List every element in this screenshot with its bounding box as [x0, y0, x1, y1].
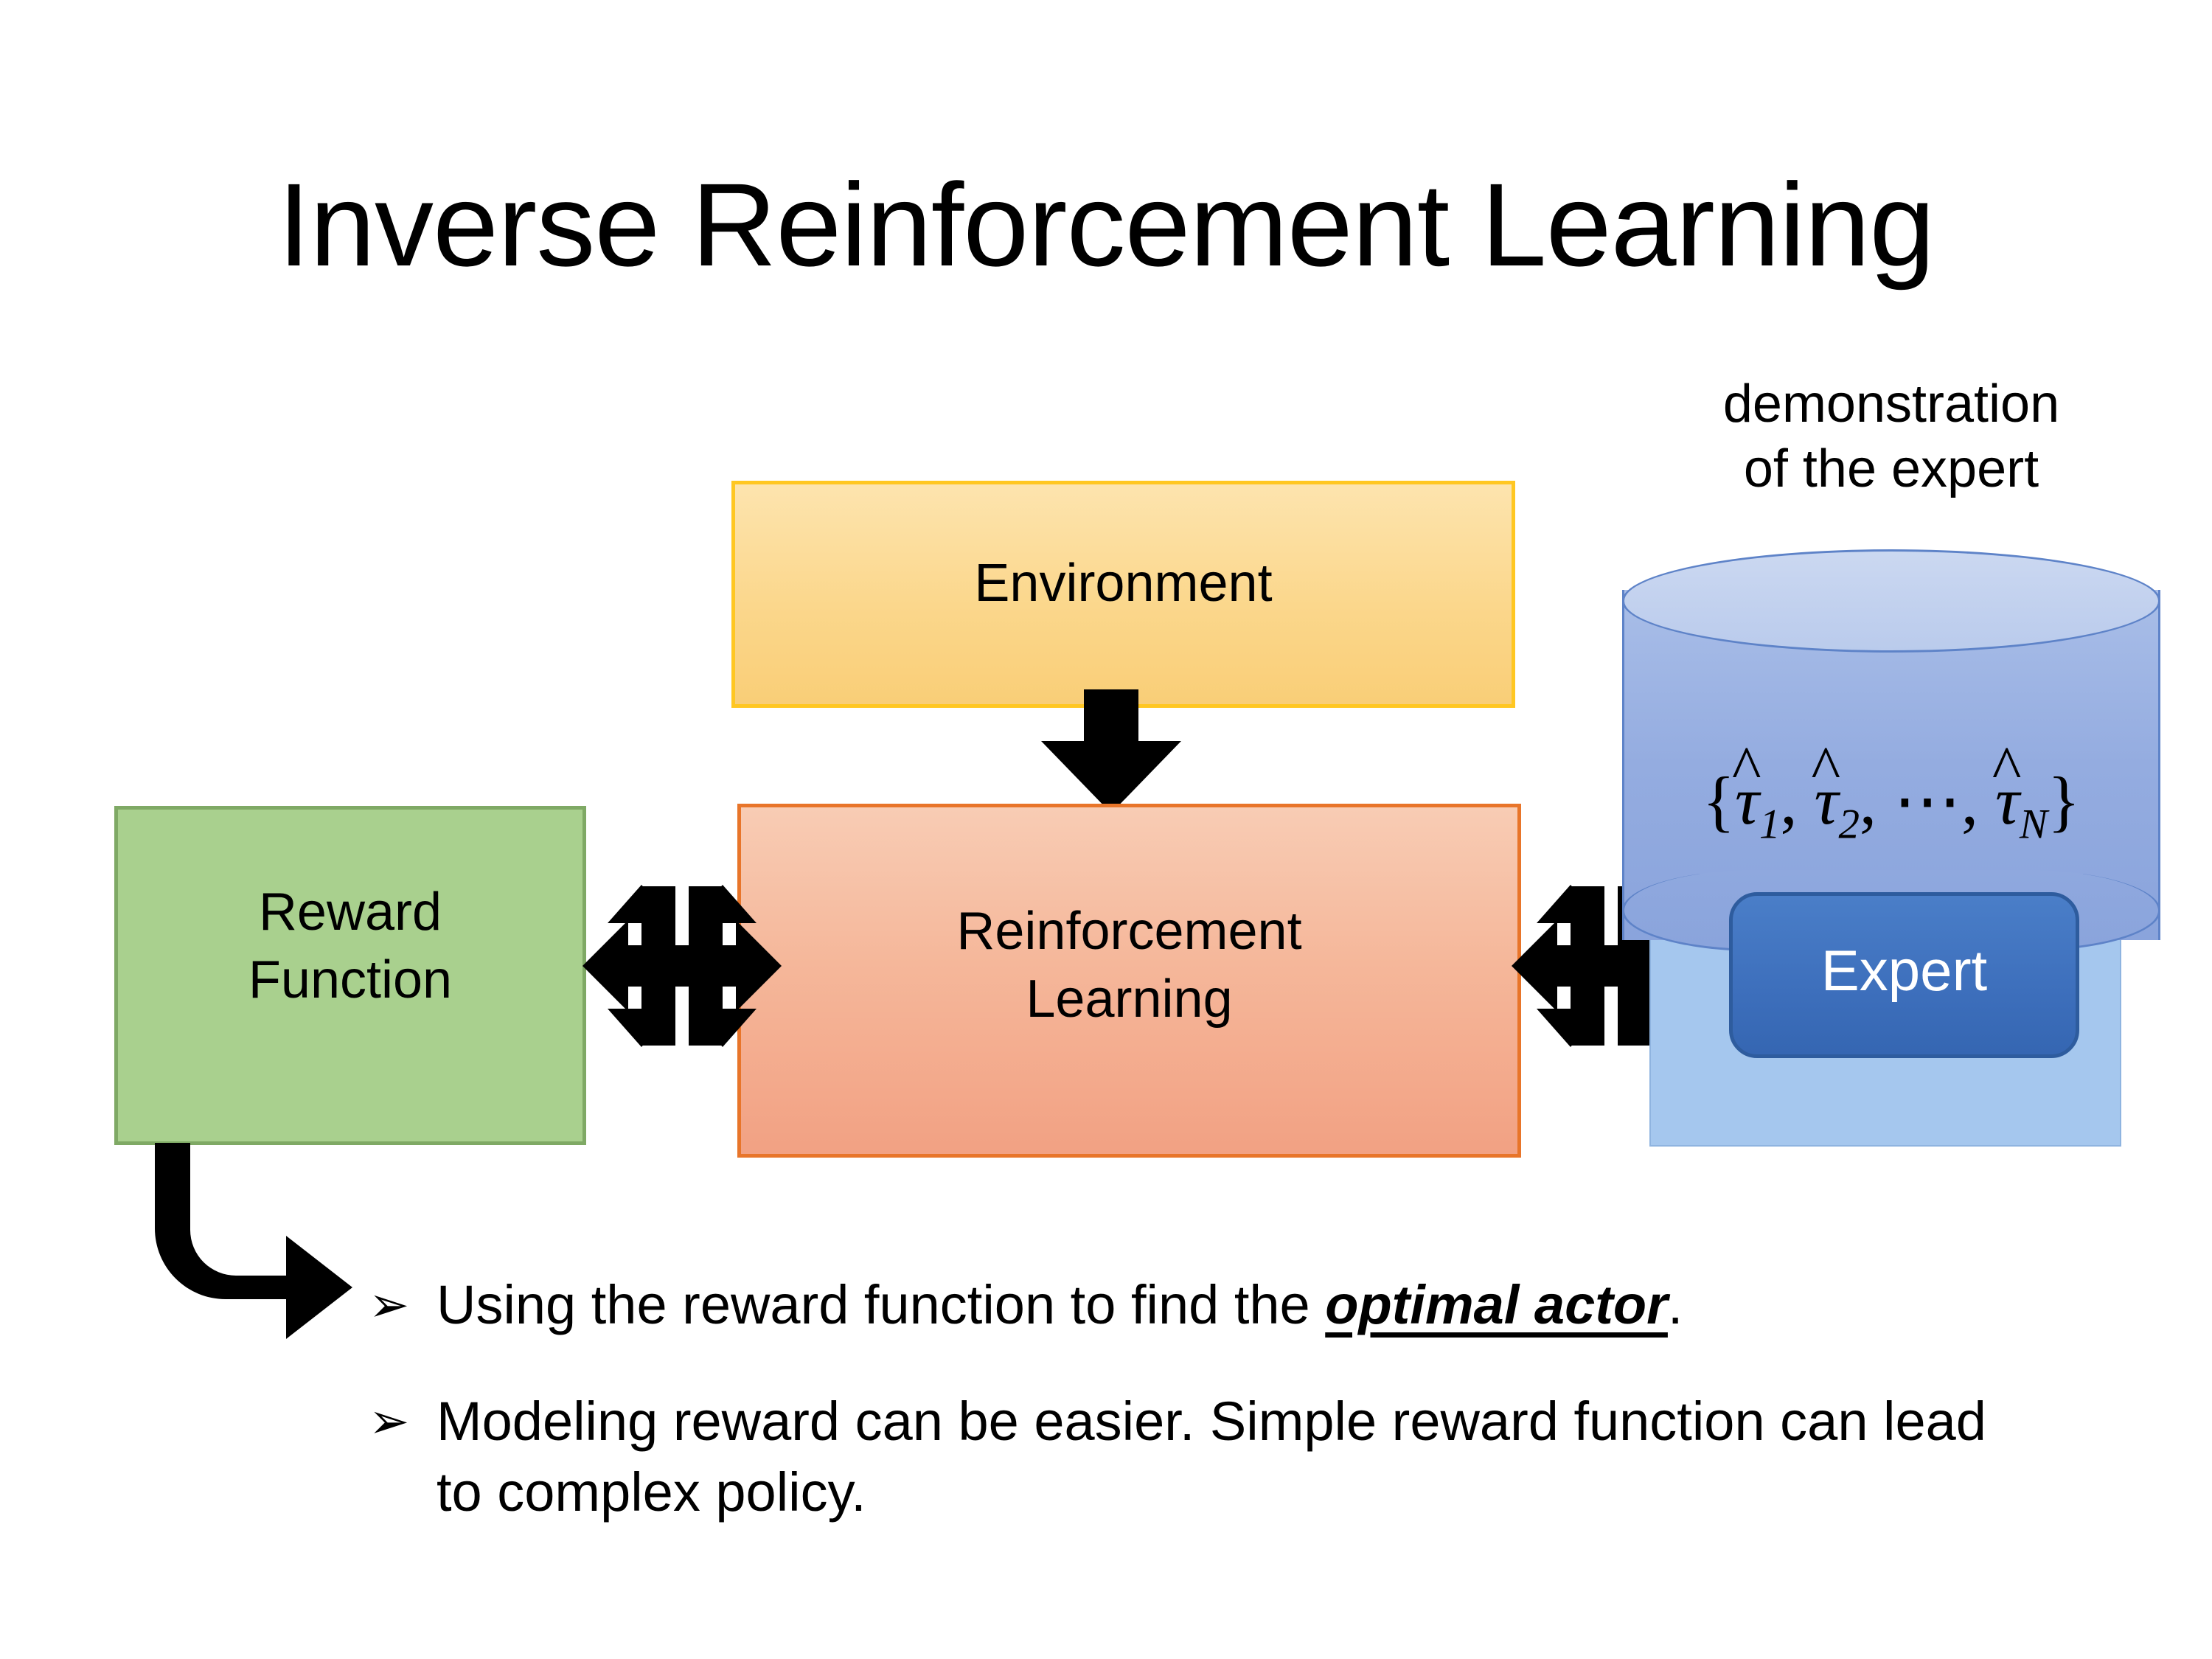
bullet-emphasis: optimal actor — [1325, 1274, 1668, 1335]
elbow-arrow-icon — [155, 1143, 413, 1364]
formula-hat-2: ^ — [1811, 734, 1841, 804]
demonstration-caption-line1: demonstration — [1722, 375, 2060, 434]
expert-box-label: Expert — [1820, 938, 1988, 1003]
page-title: Inverse Reinforcement Learning — [277, 159, 1935, 291]
formula-comma-3: , — [1961, 763, 1978, 838]
formula-hat-n: ^ — [1992, 734, 2022, 804]
formula-tau-2: τ — [1814, 763, 1839, 838]
formula-hat-1: ^ — [1731, 734, 1761, 804]
bullet-list: ➢ Using the reward function to find the o… — [369, 1270, 2028, 1528]
bullet-arrow-icon: ➢ — [369, 1394, 410, 1449]
reinforcement-learning-label-line1: Reinforcement — [956, 902, 1302, 961]
reward-function-label-line1: Reward — [258, 883, 442, 942]
bullet-text-before: Using the reward function to find the — [437, 1274, 1326, 1335]
environment-box[interactable]: Environment — [731, 481, 1515, 708]
bullet-text-before: Modeling reward can be easier. Simple re… — [437, 1391, 1986, 1523]
reinforcement-learning-label-line2: Learning — [1026, 970, 1233, 1029]
reward-function-box-label: Reward Function — [118, 878, 582, 1014]
formula-sub-n: N — [2019, 801, 2048, 848]
bullet-text-after: . — [1667, 1274, 1683, 1335]
four-way-arrow-icon-reward-rl — [582, 855, 782, 1077]
reward-function-label-line2: Function — [248, 950, 453, 1010]
cylinder-top-ellipse — [1622, 549, 2160, 653]
reward-function-box[interactable]: Reward Function — [114, 806, 586, 1145]
environment-box-label: Environment — [974, 554, 1273, 613]
demonstration-cylinder: {^τ1, ^τ2, ⋯, ^τN} — [1622, 549, 2160, 951]
formula-sub-2: 2 — [1838, 801, 1860, 848]
formula-comma-2: , — [1859, 763, 1877, 838]
demonstration-caption-line2: of the expert — [1743, 439, 2039, 498]
bullet-arrow-icon: ➢ — [369, 1277, 410, 1332]
trajectory-set-formula: {^τ1, ^τ2, ⋯, ^τN} — [1622, 737, 2160, 848]
demonstration-caption: demonstration of the expert — [1644, 372, 2138, 502]
down-arrow-icon — [1034, 689, 1189, 815]
formula-comma-1: , — [1780, 763, 1798, 838]
formula-tau-n: τ — [1994, 763, 2020, 838]
expert-box[interactable]: Expert — [1729, 892, 2079, 1058]
reinforcement-learning-box[interactable]: Reinforcement Learning — [737, 804, 1521, 1158]
list-item: ➢ Modeling reward can be easier. Simple r… — [369, 1386, 2028, 1528]
formula-ellipsis: ⋯ — [1893, 763, 1961, 838]
reinforcement-learning-box-label: Reinforcement Learning — [741, 897, 1517, 1033]
formula-tau-1: τ — [1735, 763, 1759, 838]
formula-sub-1: 1 — [1759, 801, 1781, 848]
list-item: ➢ Using the reward function to find the o… — [369, 1270, 2028, 1340]
formula-close-brace: } — [2047, 763, 2081, 838]
formula-open-brace: { — [1702, 763, 1736, 838]
